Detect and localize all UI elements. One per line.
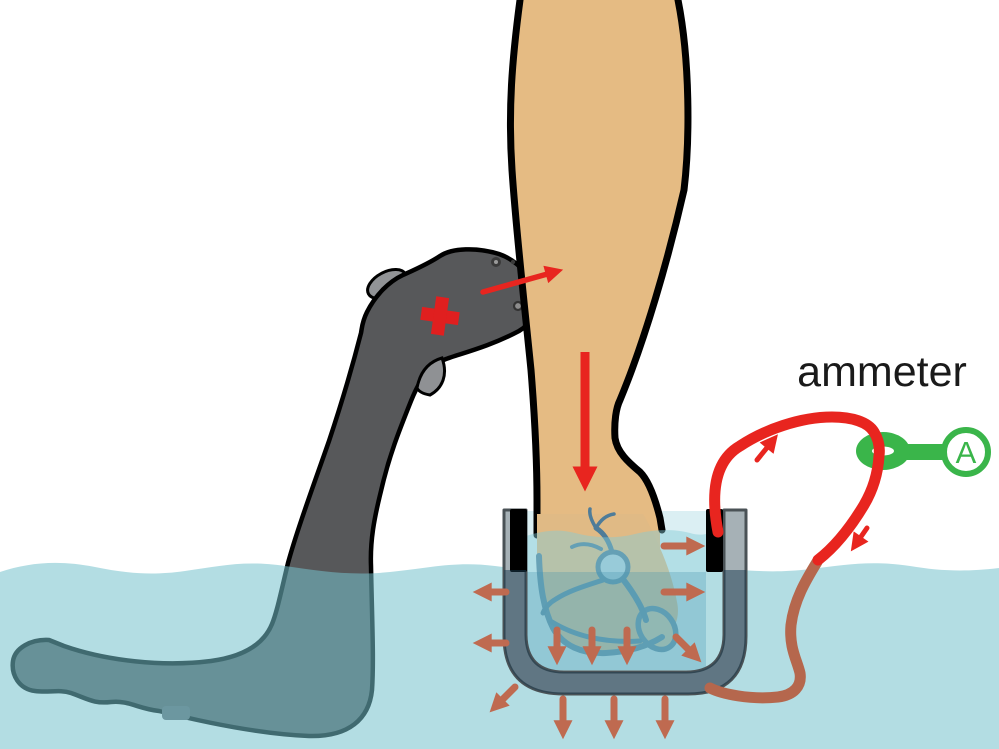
- measurement-cup: [502, 508, 748, 696]
- ammeter-symbol: A: [956, 435, 977, 470]
- plus-icon: [420, 296, 460, 336]
- eel-pectoral-fin-right: [415, 356, 446, 397]
- clamp-ammeter: A: [856, 427, 991, 477]
- wire-current-arrows: [754, 434, 870, 552]
- ammeter-arm: [902, 444, 948, 460]
- plus-vertical-bar: [430, 296, 450, 336]
- dispersal-arrow-diag-left: [489, 683, 519, 713]
- current-dispersal-arrows: [472, 536, 706, 740]
- wire-arrow-down: [850, 525, 870, 552]
- ammeter-dial: [941, 427, 991, 477]
- ammeter-label: ammeter: [797, 348, 967, 396]
- eel-eye-highlight: [494, 260, 498, 264]
- submerged-wire: [704, 556, 823, 704]
- leg-outline-left: [506, 0, 541, 539]
- dispersal-arrow-diag-right: [672, 633, 702, 663]
- leg-skin: [510, 0, 688, 560]
- ankle-bone: [595, 549, 631, 585]
- human-foot: [536, 507, 679, 657]
- current-arrow-eel-to-leg: [480, 265, 564, 295]
- eel-nostril-dot: [510, 259, 516, 265]
- wire-arrow-up: [754, 434, 778, 463]
- human-leg: [506, 0, 692, 560]
- electrode-left: [510, 509, 527, 572]
- cup-submerged-shading: [504, 570, 746, 694]
- leg-outline-right: [611, 0, 692, 534]
- cup-waterline: [526, 530, 706, 670]
- cup-water-deep-tint: [526, 572, 706, 670]
- red-wire: [709, 411, 885, 566]
